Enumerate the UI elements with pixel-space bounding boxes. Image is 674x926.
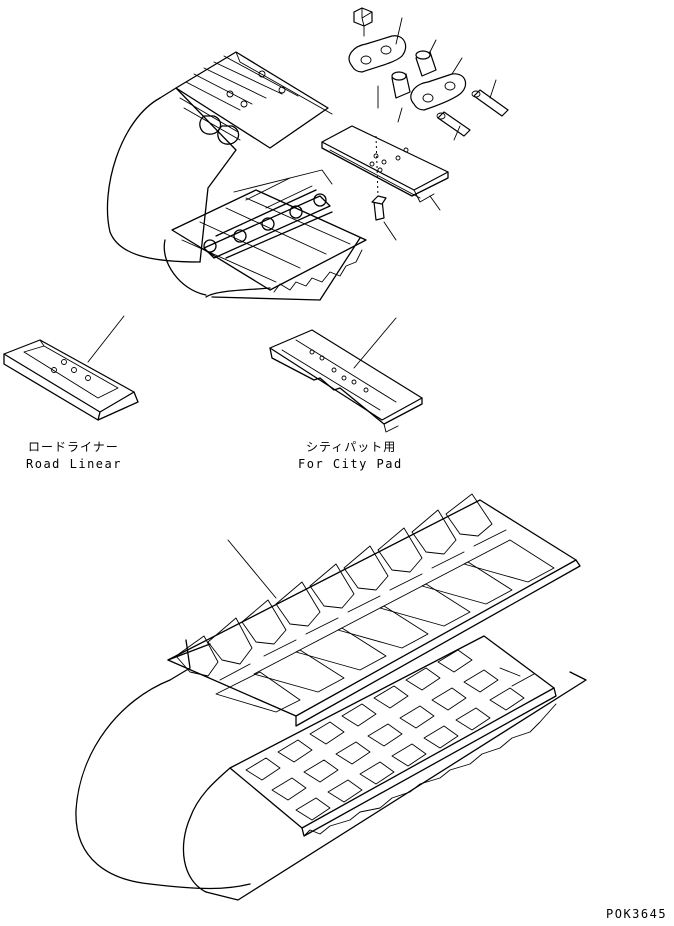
pin-upper — [473, 89, 509, 117]
upper-lugs — [175, 493, 555, 713]
road-liner-part — [3, 315, 139, 421]
lower-track-shoes-chain — [171, 169, 367, 293]
lower-grid-pattern — [245, 649, 535, 821]
city-pad-shoe-part — [269, 317, 423, 433]
city-pad-label-en: For City Pad — [298, 457, 403, 471]
pin-lower — [437, 111, 471, 137]
steel-track-assembly — [106, 51, 367, 301]
link-plate-lower — [410, 73, 467, 111]
road-liner-label-en: Road Linear — [26, 457, 122, 471]
rubber-track-assembly — [75, 493, 587, 901]
upper-track-shoes — [175, 51, 333, 149]
road-liner-label-jp: ロードライナー — [28, 440, 119, 454]
exploded-parts — [321, 7, 509, 241]
city-pad-label-jp: シティパット用 — [306, 440, 396, 454]
link-plate-upper — [348, 35, 407, 73]
drawing-code: POK3645 — [606, 907, 667, 921]
